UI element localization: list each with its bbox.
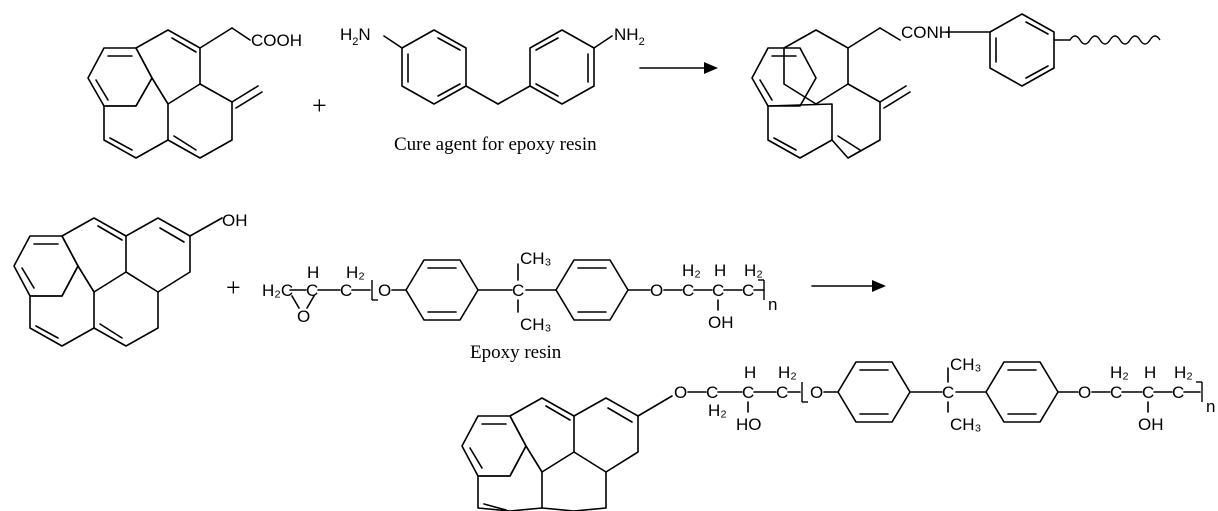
svg-text:CH₃: CH₃ [950,415,981,434]
svg-text:H: H [1144,363,1156,382]
plus-sign-1: + [312,91,327,120]
svg-text:O: O [650,281,663,300]
svg-text:n: n [1206,397,1215,416]
svg-text:H₂: H₂ [1174,363,1193,382]
amine-right-label: NH2 [614,25,645,48]
curing-agent-caption: Cure agent for epoxy resin [394,134,597,155]
svg-text:C: C [1110,383,1122,402]
svg-text:H₂: H₂ [346,263,365,282]
reaction-arrow-1 [639,62,718,74]
svg-text:H₂: H₂ [778,363,797,382]
svg-text:H₂: H₂ [708,401,727,420]
amine-left-label: H2N [340,25,371,48]
svg-text:H₂: H₂ [1110,363,1129,382]
pyrene-amide-product: CONH [751,13,1161,159]
amide-group-label: CONH [901,23,951,42]
svg-text:C: C [742,383,754,402]
oh-label-1: OH [708,313,734,332]
svg-text:O: O [297,307,310,326]
pyrene-epoxy-product: O C H₂ C H HO C H₂ O C CH₃ CH₃ O C H₂ [461,355,1215,511]
hydroxyl-label: OH [222,211,248,230]
svg-text:O: O [674,383,687,402]
svg-text:C: C [340,281,352,300]
svg-text:C: C [776,383,788,402]
svg-text:H₂: H₂ [682,261,701,280]
svg-text:C: C [682,281,694,300]
svg-text:C: C [712,281,724,300]
methyl-bottom-label: CH₃ [520,315,551,334]
svg-text:C: C [1142,383,1154,402]
svg-text:O: O [810,383,823,402]
svg-text:CH₃: CH₃ [950,355,981,374]
plus-sign-2: + [226,273,241,302]
svg-text:C: C [306,281,318,300]
svg-text:O: O [378,281,391,300]
svg-text:O: O [1078,383,1091,402]
svg-text:H: H [714,261,726,280]
ho-label: HO [736,415,762,434]
svg-text:C: C [512,281,524,300]
reaction-arrow-2 [811,280,886,292]
svg-text:C: C [942,383,954,402]
epoxy-resin-caption: Epoxy resin [470,342,562,363]
hydroxy-pyrene-molecule: OH [13,211,248,347]
repeat-n-label: n [768,295,777,314]
svg-text:H: H [307,263,319,282]
oh-label-2: OH [1138,415,1164,434]
pyrene-acid-molecule: COOH [87,27,302,159]
diamine-molecule: H2N NH2 [340,25,645,105]
svg-text:C: C [706,383,718,402]
epoxy-resin-molecule: H₂C C H O C H₂ O C CH₃ CH₃ O C H₂ [262,249,777,334]
methyl-top-label: CH₃ [520,249,551,268]
svg-text:C: C [1172,383,1184,402]
svg-text:C: C [742,281,754,300]
epoxide-ch2-label: H₂C [262,281,293,300]
polymer-chain-squiggle [1069,35,1161,45]
svg-text:H: H [744,363,756,382]
acid-group-label: COOH [251,31,302,50]
svg-text:H₂: H₂ [744,261,763,280]
